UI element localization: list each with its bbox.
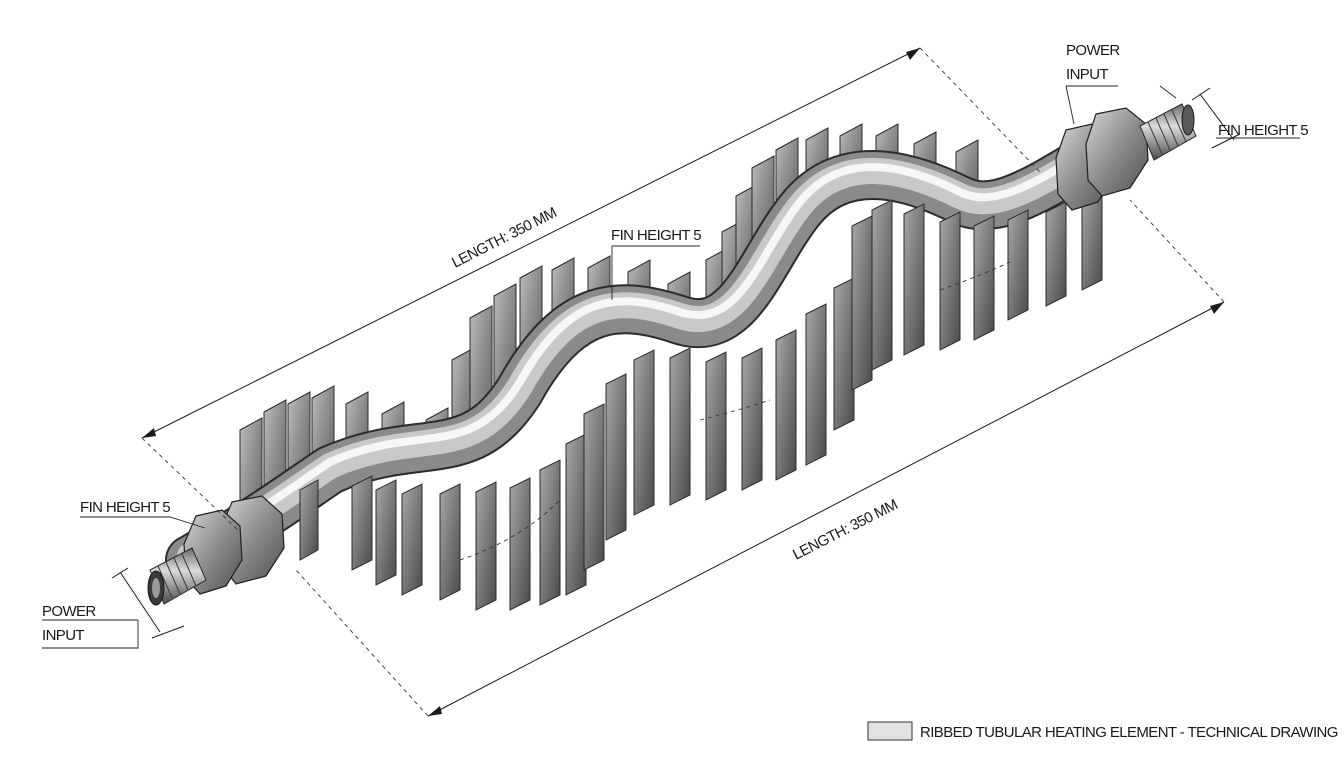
top-length-dimension-line (141, 47, 921, 439)
legend: RIBBED TUBULAR HEATING ELEMENT - TECHNIC… (867, 721, 1338, 741)
power-input-label-left-line2: INPUT (42, 627, 84, 644)
bottom-length-dimension-line (427, 301, 1225, 717)
left-thread (147, 547, 207, 606)
leader-lines (42, 85, 1300, 649)
length-label-bottom: LENGTH: 350 MM (790, 496, 900, 563)
fins-front-row (299, 189, 1103, 611)
left-terminal-fitting (147, 495, 285, 606)
fin-height-label-center: FIN HEIGHT 5 (611, 227, 701, 244)
fin-height-label-left: FIN HEIGHT 5 (80, 499, 170, 516)
dimension-lines (111, 47, 1241, 717)
legend-caption: RIBBED TUBULAR HEATING ELEMENT - TECHNIC… (920, 724, 1338, 741)
power-input-label-left-line1: POWER (42, 603, 96, 620)
right-thread (1139, 103, 1197, 161)
right-terminal-fitting (1055, 103, 1197, 211)
fin-height-label-right: FIN HEIGHT 5 (1218, 122, 1308, 139)
heating-tube (165, 115, 1145, 585)
power-input-label-right-line1: POWER (1066, 42, 1120, 59)
length-label-top: LENGTH: 350 MM (449, 204, 559, 271)
power-input-label-right-line2: INPUT (1066, 66, 1108, 83)
legend-swatch (867, 721, 913, 741)
